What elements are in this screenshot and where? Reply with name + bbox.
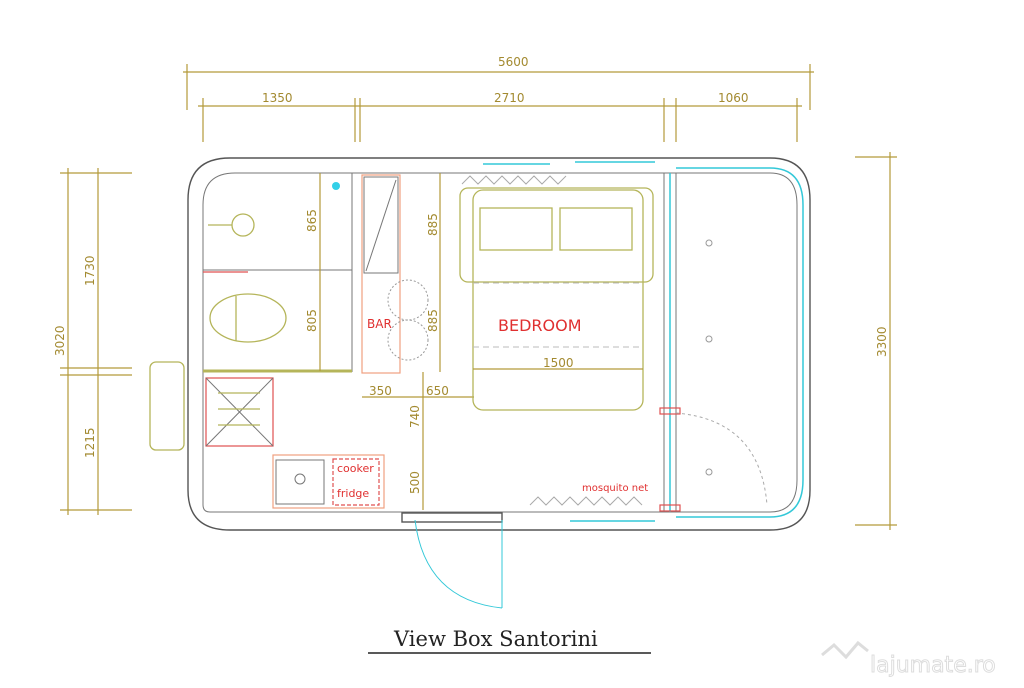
bar-area: BAR 885 885 350 650 740 500 [361, 173, 474, 510]
toilet-icon [209, 293, 287, 343]
exterior-unit [149, 361, 185, 451]
washbasin-icon [231, 213, 255, 237]
label-bar: BAR [367, 317, 392, 331]
bedroom: BEDROOM 1500 mosquito net [459, 175, 681, 512]
right-dimension: 3300 [855, 152, 897, 530]
dim-bath-upper: 865 [305, 209, 319, 232]
dim-right-total: 3300 [875, 326, 889, 357]
watermark: lajumate.ro [821, 640, 996, 679]
terrace [675, 239, 768, 506]
dim-segment-right: 1060 [718, 91, 749, 105]
plan-title: View Box Santorini [393, 627, 598, 651]
shell-walls [187, 157, 811, 531]
dim-bar-depth: 350 [369, 384, 392, 398]
dim-kitchen-gap: 740 [408, 405, 422, 428]
dim-bed-width: 1500 [543, 356, 574, 370]
label-bedroom: BEDROOM [498, 316, 582, 335]
kitchen: cooker fridge [272, 454, 385, 509]
curtain [529, 496, 643, 506]
bar-stool-icon [387, 319, 429, 361]
sink-icon [275, 459, 325, 505]
dim-segment-middle: 2710 [494, 91, 525, 105]
pillow-icon [479, 207, 553, 251]
dim-bath-lower: 805 [305, 309, 319, 332]
watermark-text: lajumate.ro [870, 653, 996, 678]
dim-bar-upper: 885 [426, 213, 440, 236]
dim-bar-lower: 885 [426, 309, 440, 332]
dim-overall-width: 5600 [498, 55, 529, 69]
left-dimensions: 3020 1730 1215 [53, 168, 132, 515]
dim-left-total: 3020 [53, 325, 67, 356]
bathroom: 865 805 [149, 173, 353, 451]
drain-icon [332, 182, 340, 190]
top-dimensions: 5600 1350 2710 1060 [183, 55, 814, 142]
dim-left-lower: 1215 [83, 427, 97, 458]
curtain [461, 175, 567, 185]
label-cooker: cooker [337, 462, 374, 475]
dim-kitchen-depth: 500 [408, 471, 422, 494]
label-mosquito-net: mosquito net [582, 483, 648, 494]
dim-segment-left: 1350 [262, 91, 293, 105]
dim-left-upper: 1730 [83, 255, 97, 286]
dim-aisle: 650 [426, 384, 449, 398]
windows [483, 161, 804, 522]
bar-stool-icon [387, 279, 429, 321]
door-swing [675, 412, 768, 506]
entrance-door[interactable] [401, 512, 503, 609]
pillow-icon [559, 207, 633, 251]
bed [472, 189, 644, 411]
label-fridge: fridge [337, 487, 369, 500]
